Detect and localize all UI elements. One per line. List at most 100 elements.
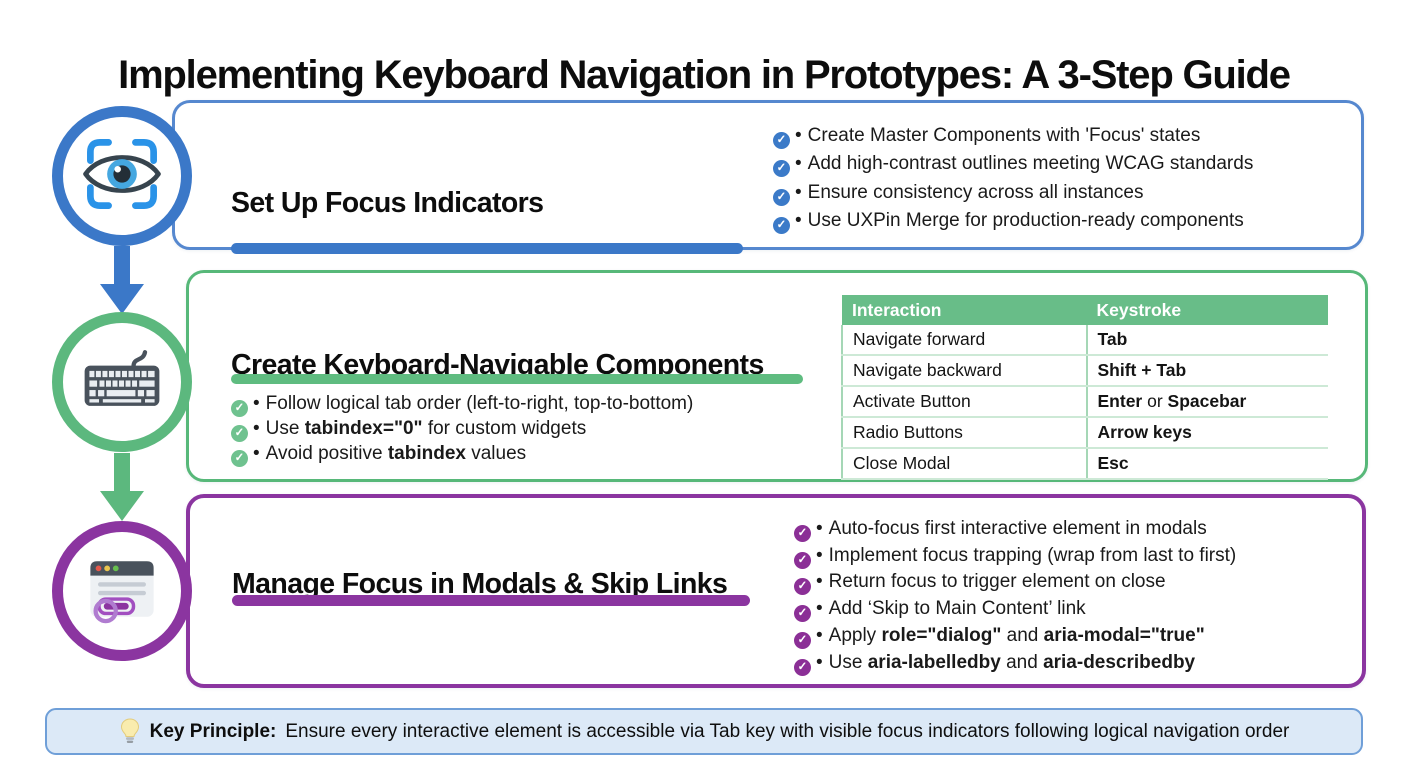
text-segment: Shift + Tab bbox=[1097, 360, 1187, 380]
text-segment: Add ‘Skip to Main Content’ link bbox=[828, 598, 1086, 620]
text-segment: Use bbox=[828, 651, 868, 673]
interaction-cell: Radio Buttons bbox=[841, 417, 1087, 449]
text-segment: role="dialog" bbox=[881, 624, 1002, 646]
step2-bullet-list: ✓•Follow logical tab order (left-to-righ… bbox=[231, 392, 693, 467]
step2-card: Create Keyboard-Navigable Components ✓•F… bbox=[186, 270, 1368, 482]
interaction-cell: Activate Button bbox=[841, 386, 1087, 418]
text-segment: for custom widgets bbox=[422, 418, 587, 439]
bullet-dot: • bbox=[253, 393, 260, 414]
bullet-item: ✓ •Create Master Components with 'Focus' … bbox=[773, 122, 1253, 150]
check-circle-icon: ✓ bbox=[773, 132, 790, 149]
check-circle-icon: ✓ bbox=[773, 188, 790, 206]
lightbulb-icon bbox=[119, 718, 141, 745]
check-circle-icon: ✓ bbox=[231, 400, 248, 417]
bullet-item: ✓ •Follow logical tab order (left-to-righ… bbox=[231, 392, 693, 417]
text-segment: Ensure consistency across all instances bbox=[807, 181, 1144, 203]
bullet-dot: • bbox=[795, 125, 802, 146]
step1-circle bbox=[52, 106, 192, 246]
step1-card: Set Up Focus Indicators ✓•Create Master … bbox=[172, 100, 1364, 254]
text-segment: or bbox=[1142, 391, 1168, 411]
text-segment: tabindex="0" bbox=[304, 418, 423, 439]
check-circle-icon: ✓ bbox=[794, 578, 811, 596]
text-segment: Arrow keys bbox=[1097, 422, 1192, 442]
key-principle-label: Key Principle: bbox=[149, 720, 277, 742]
keystroke-cell: Esc bbox=[1085, 448, 1328, 480]
bullet-dot: • bbox=[253, 443, 260, 464]
table-row: Navigate backward Shift + Tab bbox=[841, 355, 1328, 387]
text-segment: and bbox=[1001, 624, 1044, 646]
bullet-dot: • bbox=[816, 624, 823, 646]
keystroke-cell: Arrow keys bbox=[1085, 417, 1328, 449]
check-circle-icon: ✓ bbox=[794, 605, 811, 623]
interaction-cell: Navigate forward bbox=[841, 325, 1087, 356]
check-circle-icon: ✓ bbox=[231, 450, 248, 467]
text-segment: Return focus to trigger element on close bbox=[828, 571, 1166, 593]
bullet-item: ✓ •Apply role="dialog" and aria-modal="tr… bbox=[794, 623, 1236, 650]
bullet-item: ✓ •Avoid positive tabindex values bbox=[231, 442, 693, 467]
check-circle-icon: ✓ bbox=[794, 551, 811, 569]
text-segment: Apply bbox=[828, 624, 882, 646]
bullet-dot: • bbox=[795, 181, 802, 203]
keystroke-table: Interaction Keystroke Navigate forward Ta… bbox=[841, 295, 1328, 480]
bullet-item: ✓ •Use aria-labelledby and aria-described… bbox=[794, 650, 1236, 677]
check-circle-icon: ✓ bbox=[773, 216, 790, 234]
table-header-keystroke: Keystroke bbox=[1086, 295, 1328, 325]
bullet-dot: • bbox=[816, 598, 823, 620]
bullet-item: ✓ •Ensure consistency across all instance… bbox=[773, 179, 1253, 207]
bullet-item: ✓ •Auto-focus first interactive element i… bbox=[794, 516, 1236, 543]
text-segment: Use bbox=[265, 418, 305, 439]
bullet-dot: • bbox=[816, 571, 823, 593]
bullet-item: ✓•Use UXPin Merge for production-ready c… bbox=[773, 207, 1253, 235]
step3-accent-bar bbox=[232, 595, 750, 606]
text-segment: aria-describedby bbox=[1043, 651, 1196, 673]
text-segment: Create Master Components with 'Focus' st… bbox=[807, 125, 1201, 146]
text-segment: values bbox=[465, 443, 527, 464]
eye-focus-icon bbox=[76, 128, 168, 225]
text-segment: Use UXPin Merge for production-ready com… bbox=[807, 209, 1244, 231]
check-circle-icon: ✓ bbox=[794, 525, 811, 542]
bullet-dot: • bbox=[816, 518, 823, 539]
text-segment: aria-modal="true" bbox=[1043, 624, 1205, 646]
step2-accent-bar bbox=[231, 374, 803, 384]
text-segment: Auto-focus first interactive element in … bbox=[828, 518, 1207, 539]
bullet-dot: • bbox=[253, 418, 260, 439]
step1-title: Set Up Focus Indicators bbox=[231, 186, 544, 219]
text-segment: Avoid positive bbox=[265, 443, 388, 464]
bullet-dot: • bbox=[795, 153, 802, 175]
text-segment: Follow logical tab order (left-to-right,… bbox=[265, 393, 694, 414]
check-circle-icon: ✓ bbox=[794, 658, 811, 676]
text-segment: tabindex bbox=[387, 443, 466, 464]
browser-modal-icon bbox=[76, 543, 168, 640]
text-segment: Add high-contrast outlines meeting WCAG … bbox=[807, 153, 1254, 175]
check-circle-icon: ✓ bbox=[794, 631, 811, 649]
text-segment: aria-labelledby bbox=[867, 651, 1001, 673]
table-row: Navigate forward Tab bbox=[841, 325, 1328, 356]
interaction-cell: Navigate backward bbox=[841, 355, 1087, 387]
key-principle-text: Ensure every interactive element is acce… bbox=[285, 720, 1290, 742]
keyboard-icon bbox=[76, 334, 168, 431]
key-principle-banner: Key Principle: Ensure every interactive … bbox=[45, 708, 1363, 755]
arrow-down-icon bbox=[100, 246, 144, 314]
step3-card: Manage Focus in Modals & Skip Links ✓•Au… bbox=[186, 494, 1366, 688]
step3-circle bbox=[52, 521, 192, 661]
text-segment: Tab bbox=[1097, 329, 1128, 349]
table-header-interaction: Interaction bbox=[842, 295, 1087, 325]
text-segment: Implement focus trapping (wrap from last… bbox=[828, 544, 1237, 566]
page-title: Implementing Keyboard Navigation in Prot… bbox=[118, 52, 1291, 97]
bullet-item: ✓ •Add ‘Skip to Main Content’ link bbox=[794, 596, 1236, 623]
bullet-item: ✓ •Add high-contrast outlines meeting WCA… bbox=[773, 150, 1253, 178]
bullet-item: ✓ •Return focus to trigger element on clo… bbox=[794, 569, 1236, 596]
text-segment: Enter bbox=[1097, 391, 1143, 411]
table-row: Radio Buttons Arrow keys bbox=[841, 417, 1328, 449]
keystroke-cell: Tab bbox=[1085, 325, 1328, 356]
check-circle-icon: ✓ bbox=[773, 160, 790, 178]
bullet-dot: • bbox=[816, 544, 823, 566]
bullet-item: ✓ •Implement focus trapping (wrap from la… bbox=[794, 543, 1236, 570]
arrow-down-icon bbox=[100, 453, 144, 521]
text-segment: and bbox=[1000, 651, 1044, 673]
keystroke-cell: Shift + Tab bbox=[1085, 355, 1328, 387]
bullet-dot: • bbox=[816, 651, 823, 673]
step2-circle bbox=[52, 312, 192, 452]
